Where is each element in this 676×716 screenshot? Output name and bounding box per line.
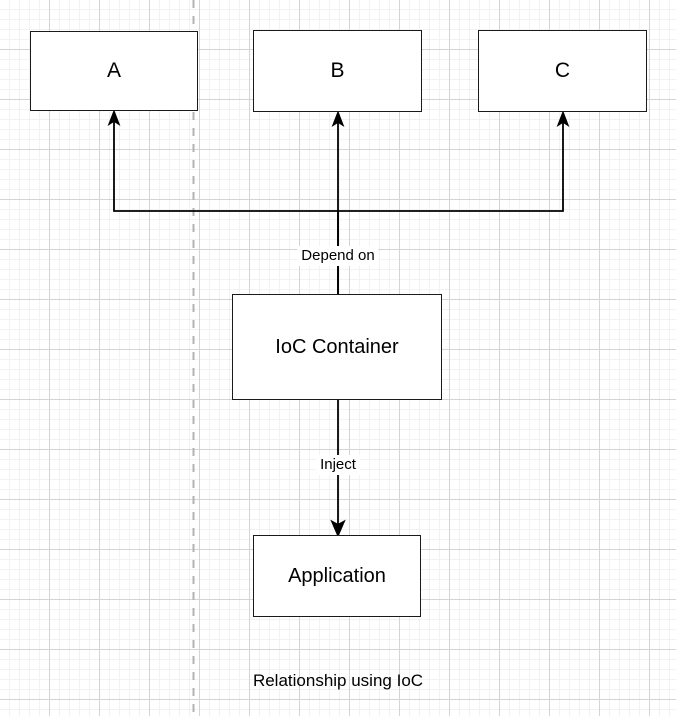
node-ioc-container-label: IoC Container (275, 336, 399, 358)
edge-label-inject[interactable]: Inject (316, 455, 360, 475)
node-b-label: B (330, 59, 345, 83)
node-ioc-container[interactable]: IoC Container (232, 294, 442, 400)
node-c[interactable]: C (478, 30, 647, 112)
edge-ioc-to-c (338, 121, 564, 212)
node-b[interactable]: B (253, 30, 422, 112)
node-a-label: A (106, 59, 121, 83)
node-application[interactable]: Application (253, 535, 421, 617)
edge-label-depend-on[interactable]: Depend on (297, 246, 379, 266)
node-a[interactable]: A (30, 31, 198, 111)
node-application-label: Application (288, 565, 386, 587)
arrowhead-ioc-to-a (107, 109, 121, 126)
edge-ioc-to-a (113, 120, 339, 294)
arrowhead-ioc-to-app (330, 519, 346, 538)
arrowhead-ioc-to-b (331, 110, 345, 127)
diagram-caption[interactable]: Relationship using IoC (252, 671, 424, 690)
arrowhead-ioc-to-c (556, 110, 570, 127)
node-c-label: C (554, 59, 571, 83)
